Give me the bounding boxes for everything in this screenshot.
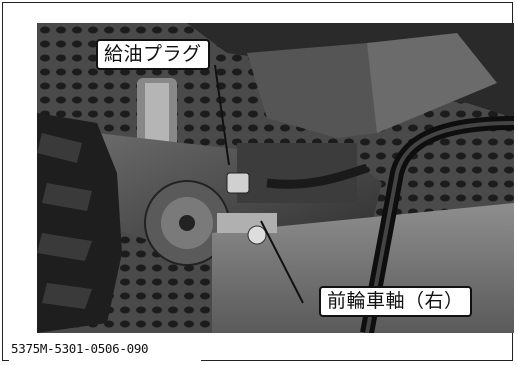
figure-frame: 給油プラグ 前輪車軸（右） 5375M-5301-0506-090 [2, 2, 514, 362]
callout-front-axle-right: 前輪車軸（右） [319, 286, 472, 317]
figure-id: 5375M-5301-0506-090 [9, 336, 201, 362]
callout-oil-plug: 給油プラグ [96, 39, 210, 70]
